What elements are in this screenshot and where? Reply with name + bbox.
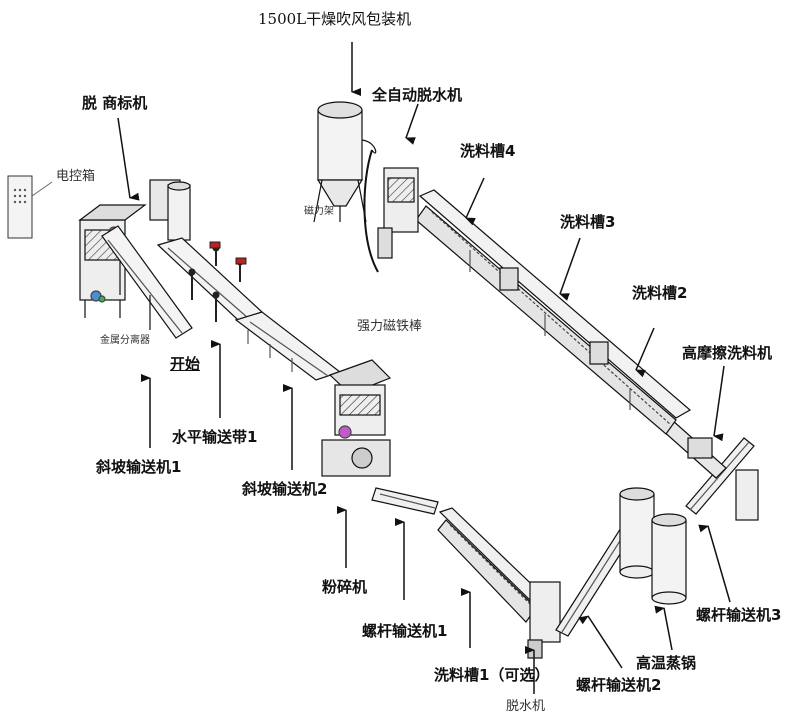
screw-conveyor-3 — [685, 437, 759, 521]
crusher-machine — [321, 359, 392, 477]
label-horizontal-conveyor: 水平输送带1 — [172, 428, 258, 446]
label-tank1: 洗料槽1（可选） — [434, 666, 550, 684]
label-start: 开始 — [170, 355, 201, 373]
control-box — [7, 175, 53, 239]
label-metal-separator: 金属分离器 — [100, 335, 150, 346]
label-auto-dewater: 全自动脱水机 — [372, 86, 463, 104]
label-tank2: 洗料槽2 — [632, 284, 688, 302]
label-label-remover: 脱 商标机 — [82, 94, 148, 112]
label-tank4: 洗料槽4 — [460, 142, 516, 160]
washing-tanks-2-4 — [415, 189, 692, 435]
label-packer: 1500L干燥吹风包装机 — [258, 10, 412, 28]
label-control-box: 电控箱 — [56, 169, 96, 184]
label-crusher: 粉碎机 — [322, 578, 368, 596]
pointer-arrows — [117, 42, 731, 694]
label-screw-conveyor-1: 螺杆输送机1 — [362, 622, 448, 640]
label-incline-conveyor-2: 斜坡输送机2 — [242, 480, 328, 498]
label-screw-conveyor-2: 螺杆输送机2 — [576, 676, 662, 694]
label-silo-tag: 磁力架 — [304, 206, 334, 217]
label-high-friction: 高摩擦洗料机 — [682, 344, 773, 362]
horizontal-conveyor — [156, 237, 342, 381]
label-incline-conveyor-1: 斜坡输送机1 — [96, 458, 182, 476]
steam-pots — [619, 487, 687, 605]
packing-silo — [313, 101, 377, 223]
high-friction-washer — [661, 419, 727, 479]
workers — [188, 241, 247, 322]
auto-dewatering-unit — [363, 149, 419, 273]
washing-tank-1 — [437, 507, 561, 659]
label-dewater: 脱水机 — [506, 699, 546, 714]
label-steam-pot: 高温蒸锅 — [636, 654, 697, 672]
label-tank3: 洗料槽3 — [560, 213, 616, 231]
label-magnet: 强力磁铁棒 — [357, 319, 423, 334]
incline-conveyor-1 — [101, 225, 193, 339]
screw-conveyor-1 — [371, 487, 439, 515]
label-screw-conveyor-3: 螺杆输送机3 — [696, 606, 782, 624]
